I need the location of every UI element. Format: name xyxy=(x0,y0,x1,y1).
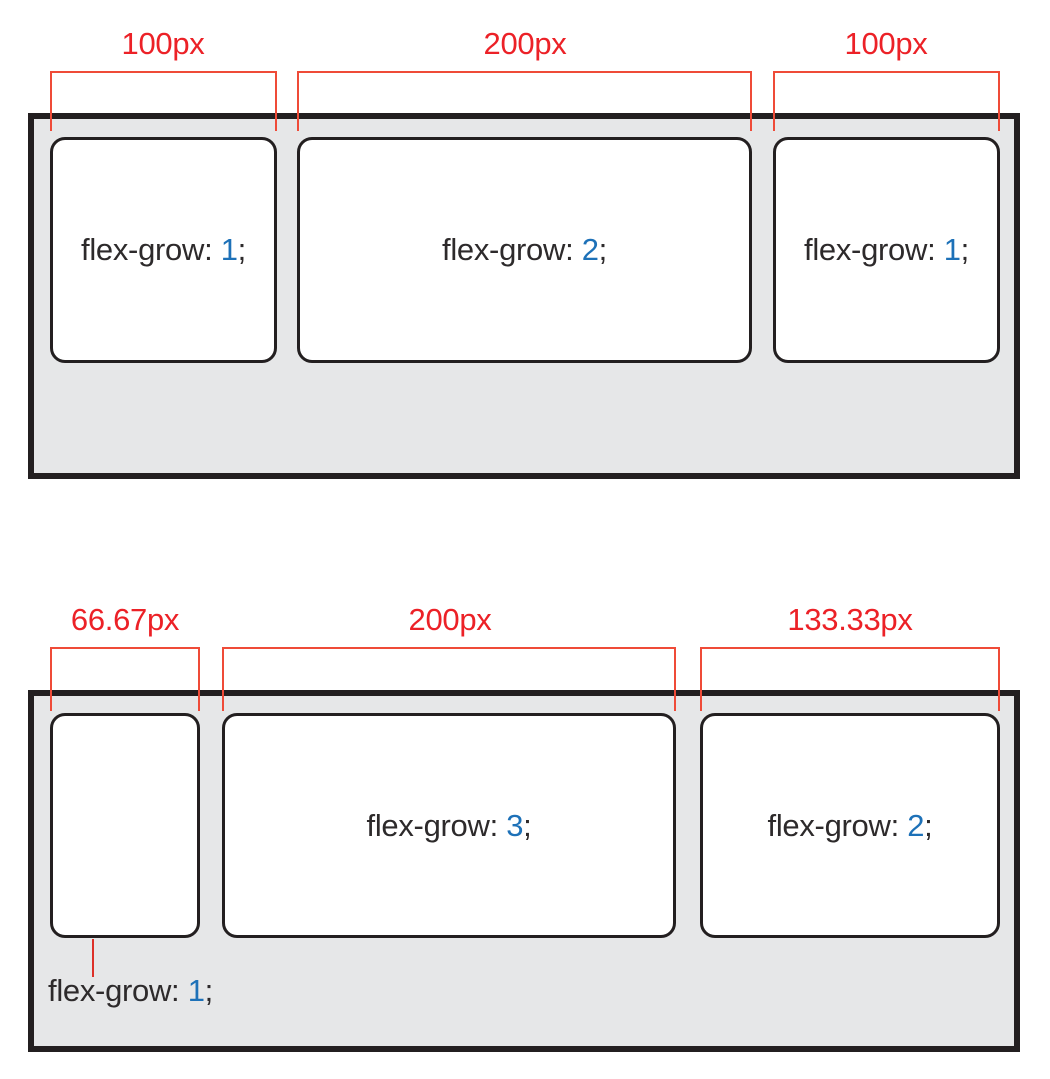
code-property: flex-grow: xyxy=(804,232,944,267)
code-property: flex-grow: xyxy=(442,232,582,267)
dimension-label: 200px xyxy=(408,602,492,637)
dimension-bracket xyxy=(773,71,1000,131)
dimension-label: 100px xyxy=(844,26,928,61)
dimension-label: 200px xyxy=(483,26,567,61)
code-property: flex-grow: xyxy=(767,807,908,843)
dimension-bracket xyxy=(297,71,752,131)
dimension-label: 133.33px xyxy=(787,602,913,637)
flex-item: flex-grow: 2; xyxy=(700,713,1000,938)
flex-item-code-label-outside: flex-grow: 1; xyxy=(48,973,213,1009)
flex-item-code-label: flex-grow: 1; xyxy=(804,232,969,268)
code-semicolon: ; xyxy=(237,232,247,267)
code-value: 3 xyxy=(506,807,524,843)
flex-item-code-label: flex-grow: 3; xyxy=(367,808,532,844)
code-property: flex-grow: xyxy=(48,973,188,1008)
flex-item xyxy=(50,713,200,938)
code-semicolon: ; xyxy=(960,232,970,267)
flex-item: flex-grow: 1; xyxy=(50,137,277,363)
leader-line xyxy=(92,939,94,977)
code-value: 1 xyxy=(943,232,961,267)
code-property: flex-grow: xyxy=(81,232,221,267)
flex-item-code-label: flex-grow: 2; xyxy=(442,232,607,268)
dimension-bracket xyxy=(222,647,676,711)
code-semicolon: ; xyxy=(598,232,608,267)
code-semicolon: ; xyxy=(924,807,933,843)
flex-item: flex-grow: 3; xyxy=(222,713,676,938)
code-semicolon: ; xyxy=(204,973,214,1008)
code-value: 1 xyxy=(220,232,238,267)
code-value: 2 xyxy=(907,807,925,843)
dimension-label: 100px xyxy=(121,26,205,61)
code-value: 1 xyxy=(187,973,205,1008)
code-value: 2 xyxy=(581,232,599,267)
dimension-bracket xyxy=(700,647,1000,711)
flex-item-code-label: flex-grow: 2; xyxy=(768,808,933,844)
code-semicolon: ; xyxy=(523,807,532,843)
flex-item: flex-grow: 1; xyxy=(773,137,1000,363)
flex-item: flex-grow: 2; xyxy=(297,137,752,363)
dimension-label: 66.67px xyxy=(70,602,180,637)
flex-item-code-label: flex-grow: 1; xyxy=(81,232,246,268)
dimension-bracket xyxy=(50,647,200,711)
dimension-bracket xyxy=(50,71,277,131)
code-property: flex-grow: xyxy=(366,807,507,843)
